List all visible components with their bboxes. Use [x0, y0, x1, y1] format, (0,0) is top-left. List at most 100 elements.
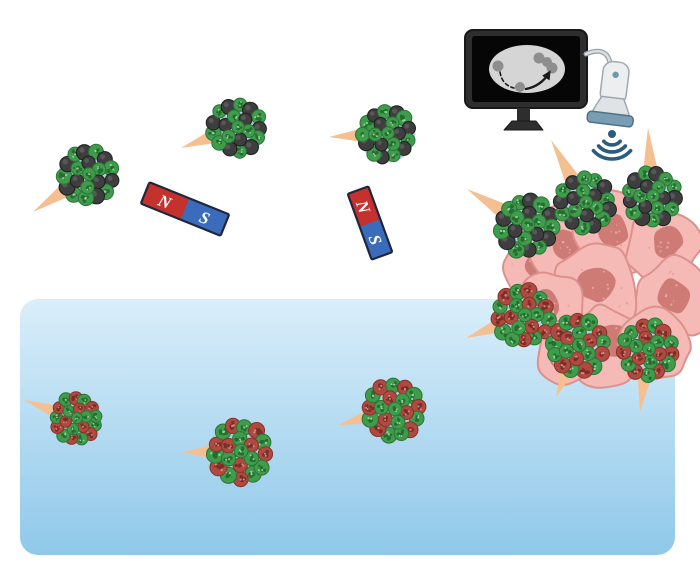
nanoparticle-green	[520, 217, 536, 233]
nanoparticle-green	[663, 335, 679, 351]
nanoparticle-green	[381, 126, 395, 140]
nanoparticle-dark	[564, 214, 580, 230]
nanoparticle-green	[509, 298, 524, 314]
nanoparticle-dark	[69, 173, 85, 188]
probe-tip	[586, 110, 634, 128]
nanoparticle-green	[517, 231, 533, 247]
microrobot-cluster-released	[466, 282, 557, 348]
cell-speckle	[511, 263, 514, 265]
trajectory-dashed	[499, 71, 515, 89]
nanoparticle-dark	[638, 199, 653, 214]
microrobot-cluster-magnetic	[33, 143, 120, 212]
nanoparticle-green	[640, 367, 656, 384]
nanoparticle-green	[366, 146, 382, 162]
nanoparticle-green	[617, 332, 633, 348]
nanoparticle-green	[232, 431, 248, 447]
cell-speckle	[648, 246, 651, 249]
ultrasound-probe	[586, 60, 634, 128]
cell-speckle	[616, 241, 619, 243]
cell-speckle	[675, 284, 678, 287]
wave-arc	[591, 148, 633, 161]
cell-speckle	[568, 251, 571, 254]
ultrasound-monitor	[464, 29, 588, 131]
scan-blob	[515, 82, 525, 92]
cell-speckle	[659, 241, 662, 244]
nanoparticle-green	[558, 343, 574, 359]
nanoparticle-green	[650, 200, 665, 215]
nanoparticle-green	[390, 414, 406, 430]
magnet-north-half	[347, 186, 381, 227]
nanoparticle-green	[103, 160, 120, 177]
nanoparticle-green	[595, 334, 611, 350]
cell-speckle	[568, 248, 571, 251]
nanoparticle-green	[241, 124, 256, 139]
cell-nucleus	[576, 267, 616, 303]
nanoparticle-green	[374, 399, 389, 415]
microrobot-cluster-released	[24, 391, 103, 446]
cell-speckle	[610, 231, 612, 233]
cell-speckle	[618, 230, 621, 233]
microrobot-cluster-released	[544, 312, 611, 397]
nanoparticle-green	[393, 425, 409, 441]
cell-nucleus	[657, 278, 691, 314]
magnet-north-half	[140, 182, 190, 220]
nanoparticle-green	[509, 210, 525, 226]
nanoparticle-green	[579, 195, 593, 209]
nanoparticle-red	[257, 446, 274, 462]
cell-speckle	[667, 241, 670, 244]
cell-speckle	[602, 270, 605, 273]
cell-speckle	[666, 246, 669, 249]
cell-speckle	[657, 245, 660, 248]
nanoparticle-red	[220, 437, 237, 454]
cell-speckle	[620, 287, 623, 290]
nanoparticle-dark	[507, 222, 523, 238]
nanoparticle-green	[386, 137, 401, 151]
cell-speckle	[625, 301, 629, 305]
nanoparticle-green	[70, 161, 85, 176]
microrobot-cluster-released	[615, 317, 680, 412]
cell-speckle	[591, 286, 595, 289]
nanoparticle-dark	[374, 137, 389, 152]
cell-speckle	[669, 270, 672, 273]
nanoparticle-green	[243, 450, 260, 467]
cell-speckle	[561, 240, 565, 244]
cell-speckle	[670, 303, 673, 306]
nanoparticle-green	[642, 342, 656, 356]
nanoparticle-green	[82, 167, 96, 181]
wave-source-dot	[608, 130, 616, 138]
cell-speckle	[619, 243, 623, 247]
nanoparticle-red	[361, 399, 378, 416]
nanoparticle-green	[80, 180, 95, 195]
magnet: NS	[140, 181, 230, 237]
nanoparticle-green	[568, 203, 583, 218]
cell-speckle	[618, 305, 621, 308]
nanoparticle-green	[571, 325, 587, 341]
nanoparticle-green	[576, 170, 593, 186]
nanoparticle-dark	[243, 139, 259, 156]
nanoparticle-green	[71, 412, 83, 424]
cell-speckle	[602, 297, 605, 300]
nanoparticle-dark	[233, 132, 247, 147]
nanoparticle-dark	[529, 226, 545, 242]
nanoparticle-green	[580, 313, 599, 332]
nanoparticle-green	[89, 409, 103, 423]
nanoparticle-red	[575, 361, 593, 379]
nanoparticle-red	[372, 379, 389, 396]
nanoparticle-green	[633, 189, 648, 204]
nanoparticle-green	[646, 189, 660, 203]
nanoparticle-green	[231, 120, 245, 134]
nanoparticle-green	[517, 307, 533, 323]
cell-speckle	[659, 250, 662, 253]
microrobot-cluster-magnetic	[622, 128, 683, 228]
cell-speckle	[580, 268, 584, 271]
cell-speckle	[607, 287, 610, 290]
nanoparticle-green	[364, 387, 381, 404]
cell-speckle	[614, 231, 618, 234]
nanoparticle-red	[410, 399, 427, 415]
cell-speckle	[660, 246, 662, 248]
nanoparticle-green	[354, 127, 371, 143]
cell-speckle	[567, 304, 570, 307]
cell-speckle	[559, 247, 562, 249]
